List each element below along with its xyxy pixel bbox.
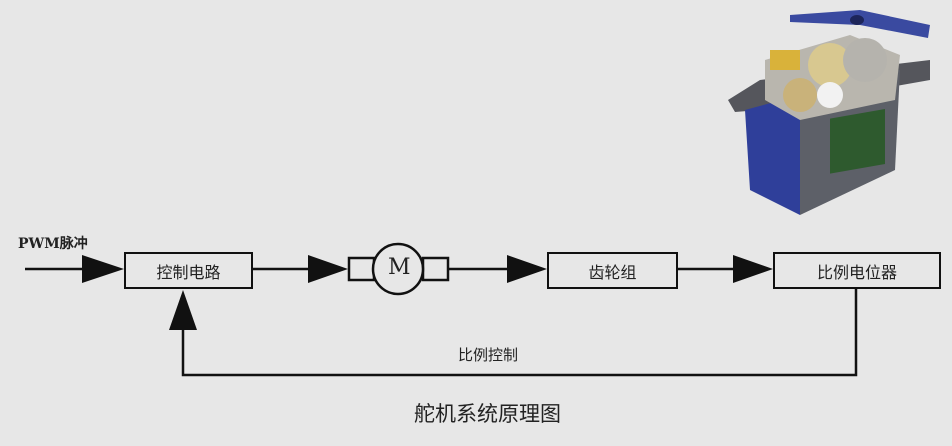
- arrow-input: [82, 255, 124, 283]
- servo-image: [728, 10, 930, 215]
- diagram-caption: 舵机系统原理图: [414, 402, 561, 426]
- arrow-to-motor: [308, 255, 348, 283]
- arrow-to-gear: [507, 255, 547, 283]
- arrow-feedback: [169, 290, 197, 330]
- motor-label: M: [388, 255, 411, 280]
- block-potentiometer-label: 比例电位器: [816, 262, 897, 282]
- block-gear-set: 齿轮组: [547, 252, 678, 289]
- motor-circle: [371, 242, 425, 296]
- arrow-to-pot: [733, 255, 773, 283]
- motor-symbol: [347, 242, 450, 296]
- feedback-label: 比例控制: [458, 346, 519, 364]
- block-control-circuit: 控制电路: [124, 252, 253, 289]
- block-gear-set-label: 齿轮组: [588, 262, 637, 282]
- input-label: PWM脉冲: [18, 236, 88, 252]
- block-control-circuit-label: 控制电路: [156, 262, 221, 282]
- motor-shaft-left: [347, 256, 376, 282]
- feedback-line: [181, 288, 858, 377]
- block-potentiometer: 比例电位器: [773, 252, 941, 289]
- motor-shaft-right: [421, 256, 450, 282]
